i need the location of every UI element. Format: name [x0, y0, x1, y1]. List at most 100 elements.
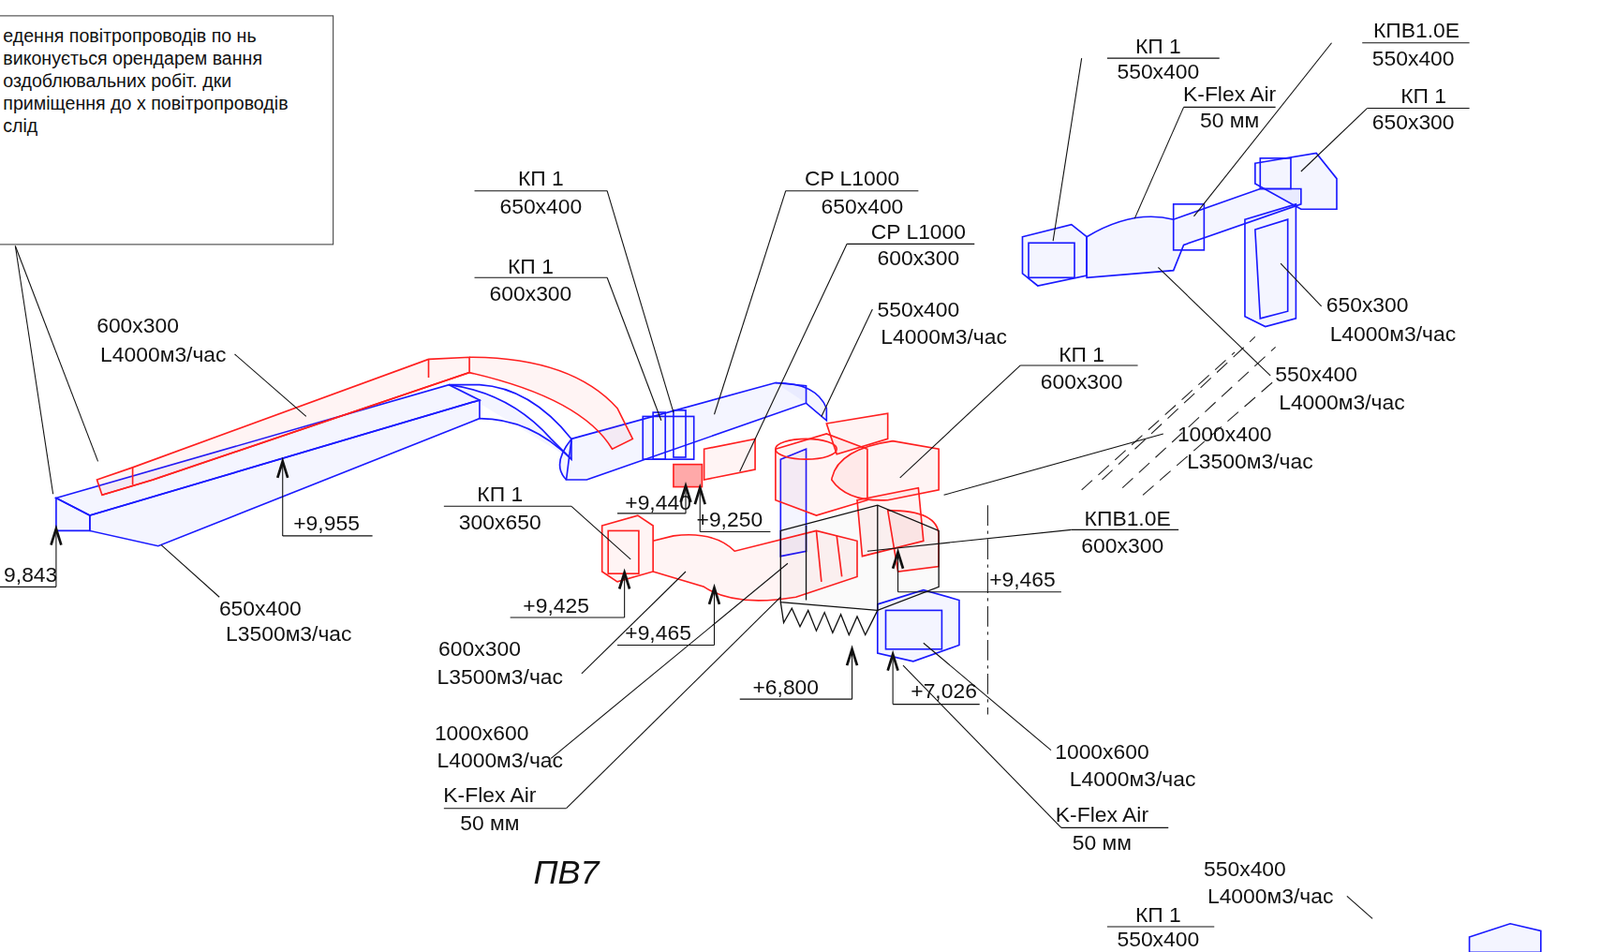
leader-line [1134, 106, 1184, 219]
dimension-label: КП 1 [1135, 903, 1182, 926]
system-caption: ПВ7 [533, 853, 600, 892]
leader-line [282, 534, 373, 536]
duct-outline [987, 504, 989, 714]
elevation-mark [888, 653, 899, 670]
dimension-label: 650x300 [1326, 294, 1409, 317]
dimension-label: L4000м3/час [1330, 322, 1456, 345]
duct-outline [1142, 379, 1276, 495]
leader-line [444, 807, 567, 809]
dimension-label: КП 1 [1135, 34, 1182, 58]
dimension-label: КП 1 [1400, 84, 1447, 107]
dimension-label: 550x400 [1274, 363, 1358, 386]
dimension-label: L4000м3/час [1069, 767, 1196, 790]
dimension-label: 9,843 [3, 562, 58, 586]
leader-line [161, 545, 220, 598]
duct-outline [1173, 204, 1205, 251]
dimension-label: 50 мм [459, 811, 519, 834]
hidden-line [987, 336, 1275, 714]
elevation-mark [846, 649, 858, 666]
elevation-mark [695, 488, 706, 504]
duct-outline [1244, 204, 1296, 327]
leader-line [898, 591, 1062, 593]
elevation-mark [50, 528, 61, 545]
dimension-label: K-Flex Air [443, 784, 536, 807]
duct-outline [607, 530, 639, 574]
leader-line [846, 243, 975, 245]
leader-line [944, 433, 1164, 495]
duct-outline [886, 609, 943, 649]
duct-outline [1255, 152, 1337, 209]
dimension-label: +9,955 [293, 512, 360, 535]
dimension-label: K-Flex Air [1183, 82, 1276, 105]
leader-line [14, 246, 53, 495]
dimension-label: L3500м3/час [225, 622, 352, 645]
leader-line [897, 556, 899, 593]
duct-outline [1255, 219, 1289, 319]
dimension-label: L4000м3/час [437, 749, 563, 772]
duct-outline [775, 438, 837, 460]
dimension-label: 650x300 [1372, 111, 1455, 134]
duct-outline [652, 412, 666, 460]
duct-outline [102, 372, 470, 496]
leader-line [821, 309, 873, 416]
note-box: едення повітропроводів по нь виконується… [0, 14, 334, 245]
duct-outline [673, 464, 703, 488]
elevation-mark [619, 572, 630, 589]
leader-line [510, 616, 625, 618]
leader-line [1301, 107, 1368, 172]
leader-line [892, 658, 894, 705]
elevation-mark [709, 587, 720, 604]
dimension-label: 600x300 [96, 314, 179, 338]
dimension-label: КПВ1.0E [1373, 19, 1460, 43]
dimension-label: 650x400 [821, 194, 904, 218]
leader-line [1280, 263, 1322, 307]
dimension-label: CP L1000 [804, 167, 900, 191]
leader-line [1193, 43, 1332, 217]
dimension-label: L3500м3/час [437, 665, 563, 688]
leader-line [699, 531, 771, 533]
dimension-label: 1000x600 [434, 721, 530, 744]
dimension-label: 650x400 [219, 596, 302, 620]
dimension-label: +9,465 [989, 568, 1056, 592]
dimension-label: 50 мм [1072, 831, 1132, 855]
duct-outline [780, 602, 877, 636]
leader-line [1157, 266, 1271, 375]
dimension-label: 650x400 [499, 194, 582, 218]
dimension-label: 600x300 [489, 282, 573, 306]
leader-line [785, 190, 919, 192]
leader-line [550, 562, 788, 758]
elevation-mark [892, 551, 904, 568]
leader-line [903, 665, 1062, 828]
duct-outline [560, 438, 572, 480]
leader-line [714, 191, 786, 415]
dimension-label: 550x400 [876, 297, 960, 321]
dimension-label: КП 1 [1058, 342, 1105, 366]
dimension-label: K-Flex Air [1055, 802, 1149, 826]
leader-line [851, 652, 853, 699]
leader-line [740, 243, 847, 472]
dimension-label: CP L1000 [871, 220, 966, 243]
duct-outline [602, 515, 653, 582]
leader-line [235, 354, 307, 416]
dimension-label: L4000м3/час [1278, 390, 1405, 414]
leader-line [1184, 106, 1276, 108]
leader-line [1107, 58, 1220, 60]
leader-line [0, 586, 57, 588]
air-handling-unit [780, 504, 939, 635]
dimension-label: КП 1 [476, 482, 523, 505]
duct-outline [133, 358, 430, 485]
dimension-label: L4000м3/час [100, 342, 226, 366]
leader-line [623, 576, 625, 618]
leader-line [566, 596, 782, 808]
dimension-label: +9,465 [624, 621, 692, 644]
dimension-label: 550x400 [1116, 59, 1200, 83]
leader-line [607, 191, 674, 413]
dimension-label: КП 1 [518, 167, 564, 191]
dimension-label: КПВ1.0E [1084, 506, 1171, 530]
dimension-label: 50 мм [1200, 109, 1260, 133]
dimension-label: +9,425 [522, 593, 590, 617]
dimension-label: 600x300 [438, 637, 521, 661]
dimension-label: 1000x400 [1177, 422, 1273, 445]
leader-line [571, 505, 631, 560]
supply-duct [56, 152, 1541, 952]
